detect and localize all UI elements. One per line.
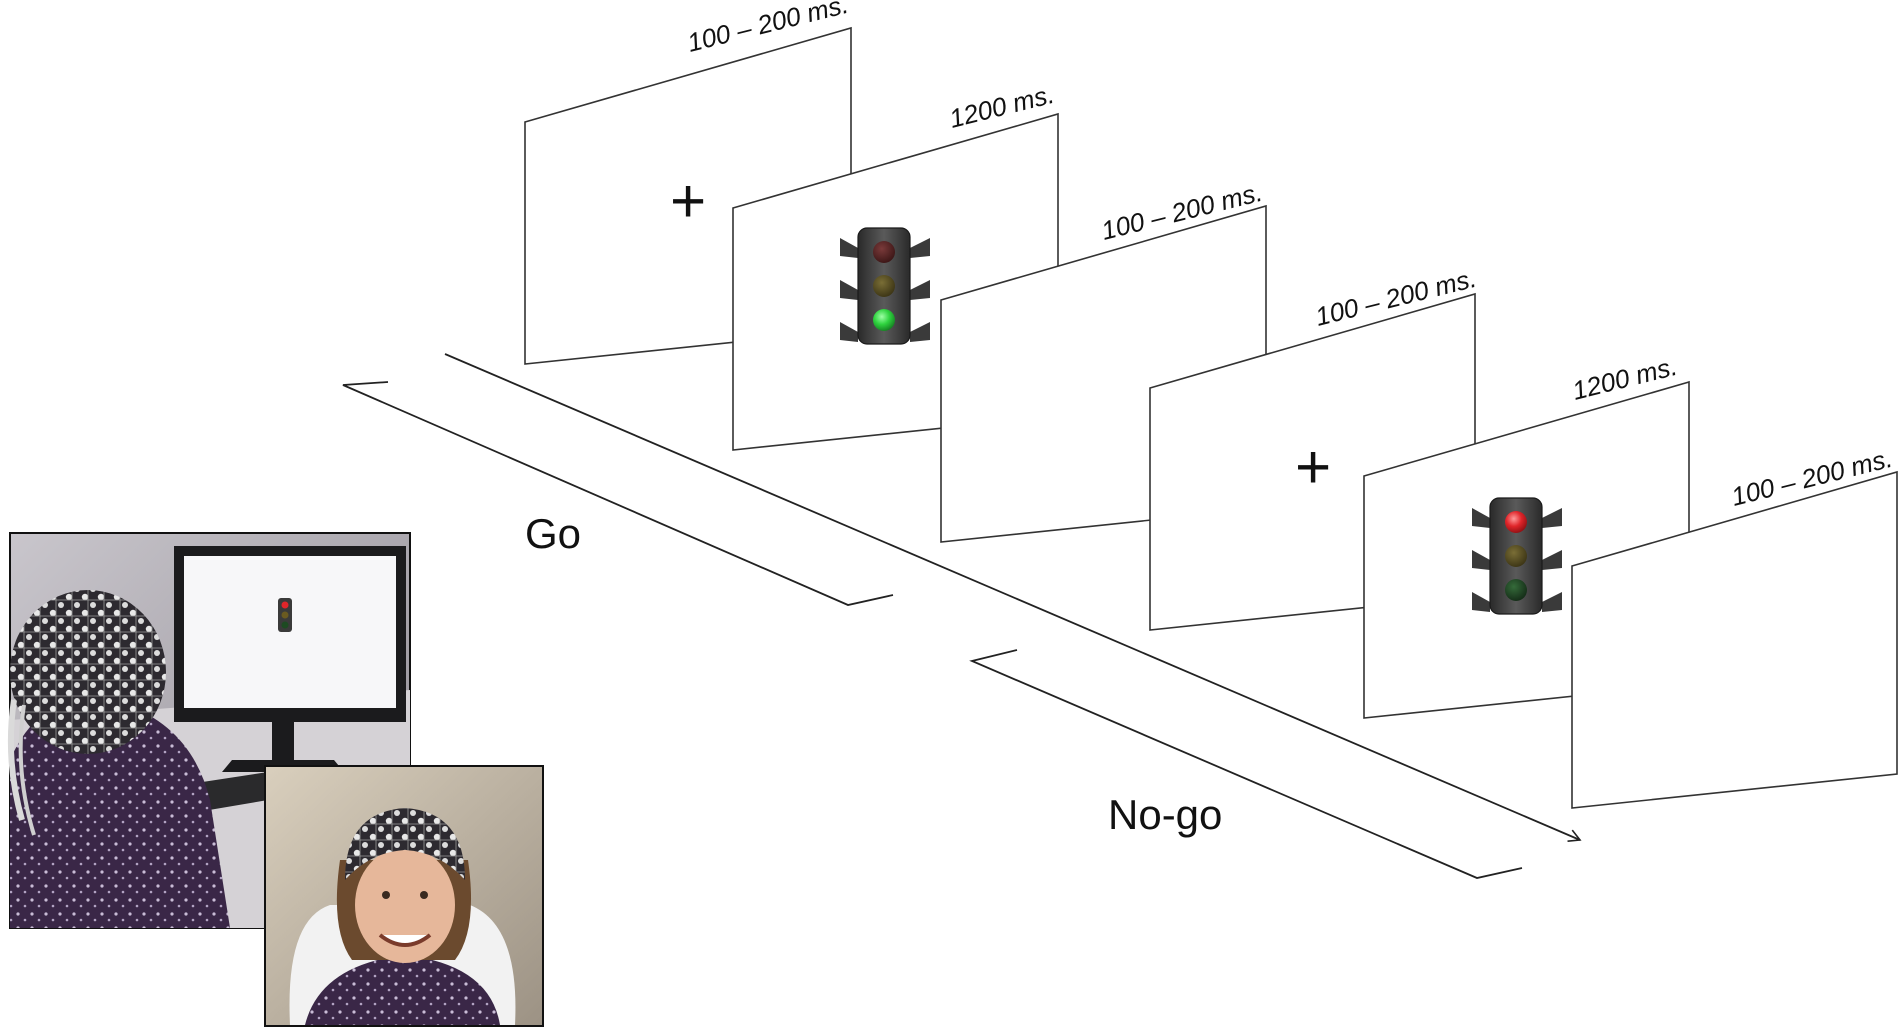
fixation-cross-2: + bbox=[1295, 433, 1331, 502]
child-with-eeg-cap-photo bbox=[264, 765, 544, 1027]
nogo-traffic-light-icon bbox=[1472, 497, 1562, 615]
go-traffic-light-icon bbox=[840, 227, 930, 345]
nogo-label: No-go bbox=[1108, 791, 1222, 838]
go-label: Go bbox=[525, 510, 581, 557]
fixation-cross: + bbox=[670, 167, 706, 236]
go-bracket bbox=[342, 381, 894, 606]
nogo-bracket bbox=[969, 649, 1523, 879]
timeline-arrow-icon bbox=[444, 353, 1582, 842]
